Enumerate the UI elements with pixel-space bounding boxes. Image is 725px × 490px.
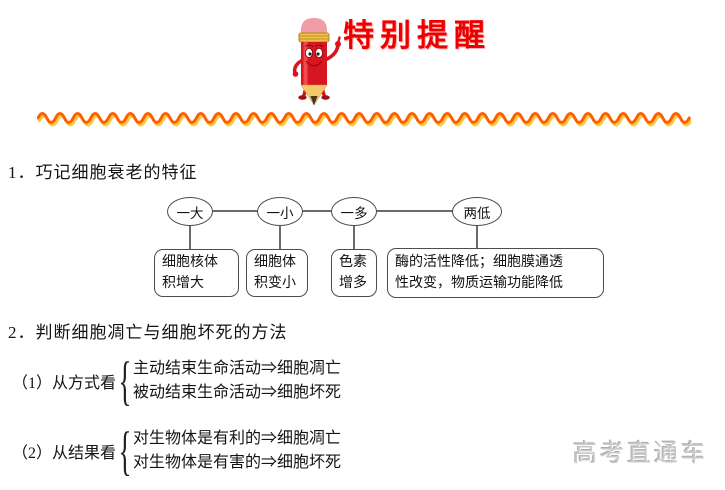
connector-line <box>279 224 281 250</box>
method-group-2: （2）从结果看 对生物体是有利的⇒细胞凋亡 对生物体是有害的⇒细胞坏死 <box>12 426 341 476</box>
method1-item-1: 主动结束生命活动⇒细胞凋亡 <box>132 360 341 377</box>
connector-line <box>476 224 478 250</box>
method2-item-2: 对生物体是有害的⇒细胞坏死 <box>132 454 341 471</box>
method2-items: 对生物体是有利的⇒细胞凋亡 对生物体是有害的⇒细胞坏死 <box>133 427 341 475</box>
diagram-box-text: 细胞核体 积增大 <box>162 255 218 291</box>
connector-line <box>376 210 453 212</box>
section2-heading: 2．判断细胞凋亡与细胞坏死的方法 <box>8 323 288 342</box>
section1-heading: 1．巧记细胞衰老的特征 <box>8 163 198 182</box>
method2-item-1: 对生物体是有利的⇒细胞凋亡 <box>132 430 341 447</box>
method2-label: （2）从结果看 <box>12 445 117 462</box>
diagram-box-2: 细胞体 积变小 <box>246 249 308 297</box>
page-title: 特别提醒 <box>343 18 491 53</box>
method1-item-2: 被动结束生命活动⇒细胞坏死 <box>132 384 341 401</box>
method1-label: （1）从方式看 <box>12 375 117 392</box>
diagram-oval-3: 一多 <box>331 197 377 226</box>
pencil-mascot-icon <box>286 13 344 107</box>
diagram-box-text: 细胞体 积变小 <box>254 255 296 291</box>
diagram-box-text: 酶的活性降低；细胞膜通透 性改变，物质运输功能降低 <box>395 255 563 291</box>
left-brace-icon <box>118 426 131 476</box>
left-brace-icon <box>118 356 131 406</box>
wavy-divider <box>37 112 691 127</box>
diagram-box-1: 细胞核体 积增大 <box>154 249 239 297</box>
diagram-oval-4: 两低 <box>452 197 502 226</box>
watermark: 高考直通车 <box>573 440 708 467</box>
connector-line <box>189 224 191 250</box>
diagram-oval-1: 一大 <box>167 197 213 226</box>
method1-items: 主动结束生命活动⇒细胞凋亡 被动结束生命活动⇒细胞坏死 <box>133 357 341 405</box>
connector-line <box>353 224 355 250</box>
diagram-oval-2: 一小 <box>257 197 303 226</box>
connector-line <box>212 210 258 212</box>
diagram-box-3: 色素 增多 <box>331 249 377 297</box>
method-group-1: （1）从方式看 主动结束生命活动⇒细胞凋亡 被动结束生命活动⇒细胞坏死 <box>12 356 341 406</box>
diagram-box-4: 酶的活性降低；细胞膜通透 性改变，物质运输功能降低 <box>387 248 604 298</box>
diagram-box-text: 色素 增多 <box>339 255 367 291</box>
connector-line <box>302 210 332 212</box>
